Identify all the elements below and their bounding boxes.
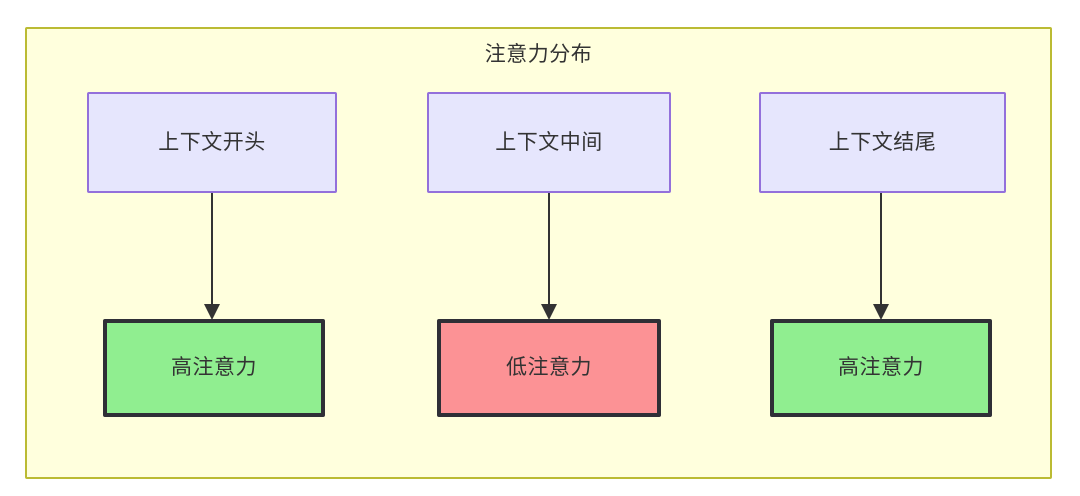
edge-context-end-to-high-attention — [871, 193, 891, 321]
edge-context-start-to-high-attention — [202, 193, 222, 321]
subgraph-title: 注意力分布 — [484, 43, 593, 66]
node-low-attention-middle-label: 低注意力 — [506, 356, 592, 379]
arrow-down-icon — [541, 193, 557, 320]
node-context-start-label: 上下文开头 — [158, 130, 266, 154]
node-context-end[interactable]: 上下文结尾 — [759, 92, 1006, 193]
edge-context-middle-to-low-attention — [539, 193, 559, 321]
node-high-attention-end-label: 高注意力 — [838, 356, 924, 379]
node-context-start[interactable]: 上下文开头 — [87, 92, 337, 193]
node-context-middle-label: 上下文中间 — [495, 130, 603, 154]
node-context-middle[interactable]: 上下文中间 — [427, 92, 671, 193]
node-context-end-label: 上下文结尾 — [828, 130, 937, 154]
node-high-attention-start[interactable]: 高注意力 — [103, 319, 325, 417]
node-high-attention-start-label: 高注意力 — [171, 356, 257, 379]
arrow-down-icon — [204, 193, 220, 320]
node-high-attention-end[interactable]: 高注意力 — [770, 319, 992, 417]
node-low-attention-middle[interactable]: 低注意力 — [437, 319, 661, 417]
arrow-down-icon — [873, 193, 889, 320]
